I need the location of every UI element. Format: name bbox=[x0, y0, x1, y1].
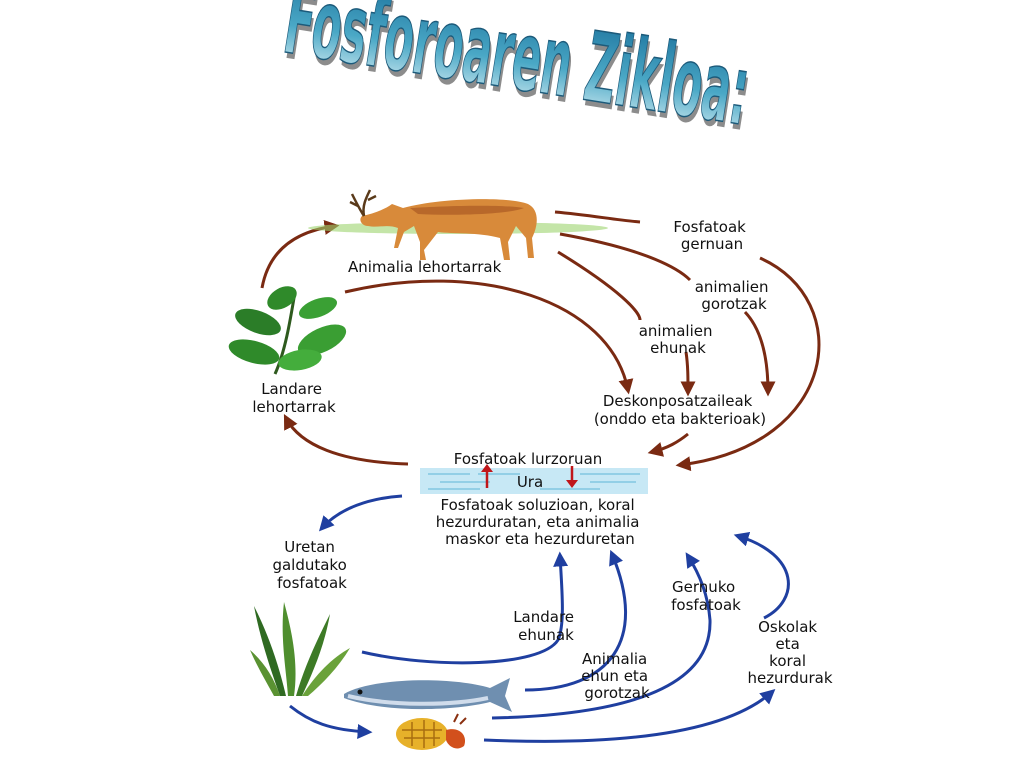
arrow-decomposers-to-soil bbox=[647, 432, 689, 457]
arrow-animal-to-feces bbox=[559, 232, 692, 282]
deer-icon bbox=[308, 189, 608, 260]
page-title-graphic: Fosforoaren Zikloa: Fosforoaren Zikloa: bbox=[277, 0, 759, 153]
arrow-urine-to-soil bbox=[675, 256, 821, 472]
label-urine-phosphates-1: Fosfatoak bbox=[673, 218, 746, 236]
label-shells-1: Oskolak bbox=[758, 618, 817, 636]
arrow-plant-to-animal bbox=[260, 219, 340, 289]
arrow-soil-to-plant bbox=[283, 414, 409, 466]
land-plant-icon bbox=[228, 286, 347, 375]
label-animal-feces: animalien gorotzak bbox=[695, 278, 774, 313]
label-plant-tissues-2: ehunak bbox=[518, 626, 574, 644]
label-shells-4: hezurdurak bbox=[747, 669, 832, 687]
shell-icon bbox=[396, 713, 467, 750]
label-urine-phosphates: Fosfatoak gernuan bbox=[673, 218, 750, 253]
arrow-dissolved-to-lost bbox=[318, 494, 403, 532]
label-dissolved-1: Fosfatoak soluzioan, koral bbox=[440, 496, 634, 514]
label-animal-tissues-2: ehunak bbox=[650, 339, 706, 357]
label-water: Ura bbox=[517, 473, 543, 491]
label-lost-phosphates-3: fosfatoak bbox=[277, 574, 347, 592]
arrow-animal-to-tissues bbox=[557, 250, 642, 321]
arrow-shells-up bbox=[733, 531, 790, 620]
label-animal-tissue-feces-1: Animalia bbox=[582, 650, 647, 668]
arrow-feces-to-decomposers bbox=[743, 310, 776, 397]
water-band bbox=[420, 468, 648, 494]
label-plant-tissues: Landare ehunak bbox=[513, 608, 579, 644]
label-animal-tissue-feces-2: ehun eta bbox=[581, 667, 648, 685]
arrow-shell-to-corals bbox=[483, 689, 776, 743]
label-animal-tissue-feces: Animalia ehun eta gorotzak bbox=[581, 650, 653, 702]
arrow-animal-to-urine bbox=[554, 210, 641, 224]
label-animal-tissues: animalien ehunak bbox=[639, 322, 718, 357]
label-land-plants-2: lehortarrak bbox=[252, 398, 336, 416]
label-lost-phosphates-2: galdutako bbox=[272, 556, 346, 574]
label-land-plants: Landare lehortarrak bbox=[252, 380, 336, 416]
label-lost-phosphates-1: Uretan bbox=[284, 538, 335, 556]
exchange-arrows bbox=[481, 464, 578, 488]
label-decomposers-2: (onddo eta bakterioak) bbox=[594, 410, 766, 428]
label-dissolved-2: hezurduratan, eta animalia bbox=[436, 513, 640, 531]
label-urine-phosphates-2: gernuan bbox=[681, 235, 743, 253]
label-plant-tissues-1: Landare bbox=[513, 608, 574, 626]
label-decomposers: Deskonposatzaileak (onddo eta bakterioak… bbox=[594, 392, 766, 428]
label-urine-phosphates-water-1: Gernuko bbox=[672, 578, 735, 596]
label-urine-phosphates-water: Gernuko fosfatoak bbox=[671, 578, 741, 614]
label-dissolved: Fosfatoak soluzioan, koral hezurduratan,… bbox=[436, 496, 645, 548]
label-animal-tissues-1: animalien bbox=[639, 322, 713, 340]
label-decomposers-1: Deskonposatzaileak bbox=[603, 392, 753, 410]
arrow-tissues-to-decomposers bbox=[680, 351, 696, 397]
arrow-seaweed-to-shell bbox=[289, 704, 373, 739]
label-animal-tissue-feces-3: gorotzak bbox=[584, 684, 650, 702]
label-soil-phosphates: Fosfatoak lurzoruan bbox=[454, 450, 603, 468]
arrow-animal-tissue-up bbox=[524, 549, 628, 692]
label-land-animals: Animalia lehortarrak bbox=[348, 258, 502, 276]
seaweed-icon bbox=[250, 602, 350, 696]
labels: Animalia lehortarrak Fosfatoak gernuan a… bbox=[252, 218, 833, 702]
arrow-plant-tissue-up bbox=[361, 551, 569, 665]
label-land-plants-1: Landare bbox=[261, 380, 322, 398]
label-urine-phosphates-water-2: fosfatoak bbox=[671, 596, 741, 614]
label-shells-2: eta bbox=[775, 635, 799, 653]
label-dissolved-3: maskor eta hezurduretan bbox=[445, 530, 635, 548]
label-animal-feces-1: animalien bbox=[695, 278, 769, 296]
page-title: Fosforoaren Zikloa: bbox=[277, 0, 757, 148]
label-lost-phosphates: Uretan galdutako fosfatoak bbox=[272, 538, 351, 592]
page-title-wrap: Fosforoaren Zikloa: Fosforoaren Zikloa: bbox=[0, 0, 1024, 182]
arrow-urine-up bbox=[491, 552, 712, 720]
arrow-plant-to-decomposers bbox=[344, 279, 634, 395]
label-animal-feces-2: gorotzak bbox=[701, 295, 767, 313]
label-shells: Oskolak eta koral hezurdurak bbox=[747, 618, 832, 687]
fish-icon bbox=[344, 678, 512, 712]
label-shells-3: koral bbox=[769, 652, 806, 670]
